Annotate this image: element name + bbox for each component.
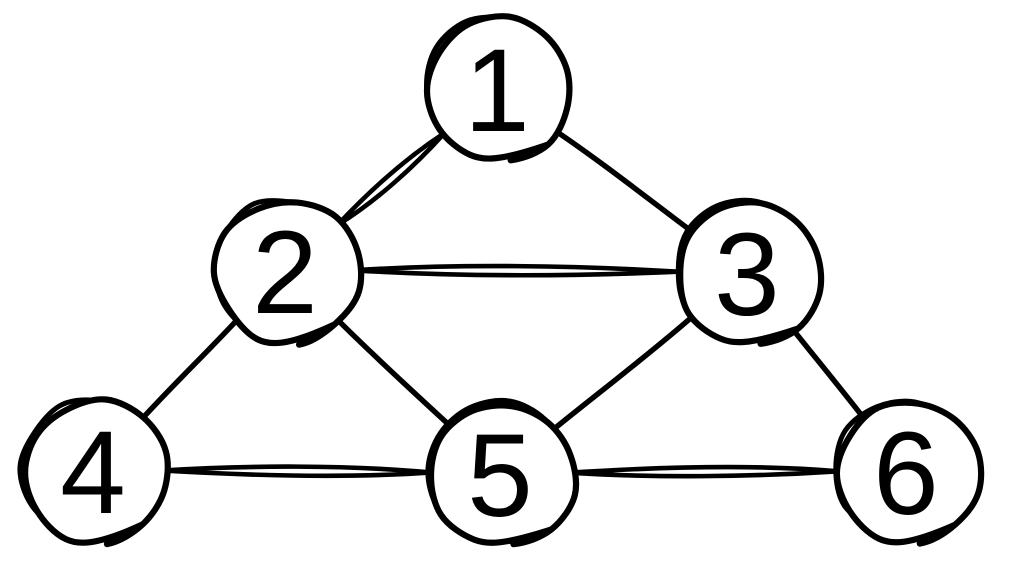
node-outline-4 <box>21 396 171 548</box>
graph-edge-2-5 <box>332 314 453 429</box>
node-outline-5 <box>427 402 580 548</box>
node-layer: 1 2 3 4 5 6 <box>17 13 985 548</box>
graph-node-2[interactable]: 2 <box>210 198 365 348</box>
graph-node-6[interactable]: 6 <box>833 398 985 547</box>
node-outline-1 <box>423 13 573 164</box>
graph-edge-1-2 <box>335 130 447 228</box>
graph-node-3[interactable]: 3 <box>675 197 825 347</box>
node-label-2: 2 <box>252 207 318 339</box>
node-label-5: 5 <box>467 410 533 542</box>
graph-node-1[interactable]: 1 <box>423 13 573 164</box>
graph-edge-5-6 <box>566 464 841 479</box>
graph-edge-3-5 <box>550 312 697 433</box>
edge-layer <box>138 126 867 479</box>
node-label-4: 4 <box>60 407 126 539</box>
node-outline-3 <box>677 199 825 347</box>
graph-node-4[interactable]: 4 <box>17 396 171 548</box>
graph-node-5[interactable]: 5 <box>425 397 580 548</box>
node-label-6: 6 <box>873 408 939 540</box>
node-label-3: 3 <box>714 209 780 341</box>
graph-edge-2-3 <box>351 263 681 278</box>
graph-edge-2-4 <box>138 317 240 423</box>
graph-edge-3-6 <box>787 323 867 421</box>
node-outline-6 <box>833 399 985 547</box>
graph-edge-1-3 <box>549 126 695 234</box>
node-outline-2 <box>210 199 365 348</box>
graph-edge-4-5 <box>159 464 434 479</box>
node-label-1: 1 <box>464 25 530 157</box>
